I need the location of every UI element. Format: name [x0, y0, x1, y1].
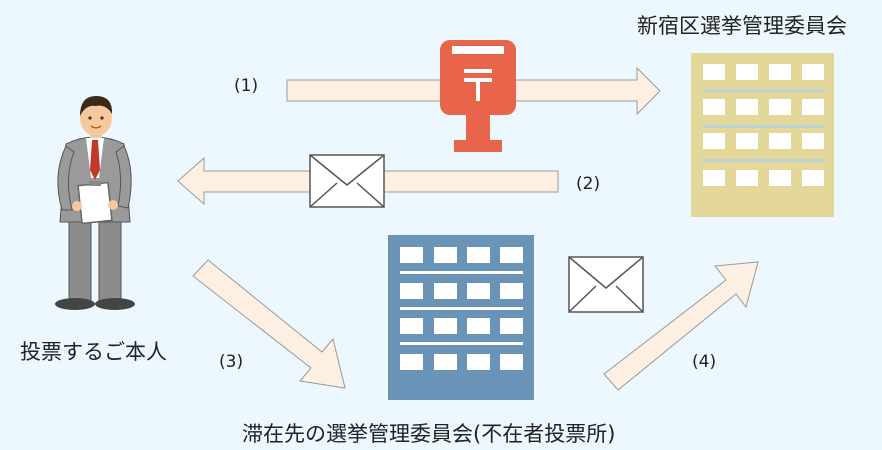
- arrow-step4: [603, 261, 759, 391]
- arrow-step3: [192, 259, 346, 389]
- shinjuku-building-icon: [691, 53, 834, 217]
- businessman-icon: [55, 96, 135, 310]
- envelope-icon: [568, 256, 644, 313]
- voter-label: 投票するご本人: [20, 340, 167, 364]
- step2-label: (2): [576, 174, 601, 194]
- shinjuku-committee-label: 新宿区選挙管理委員会: [637, 14, 847, 38]
- local-building-icon: [388, 235, 534, 400]
- step1-label: (1): [234, 76, 259, 96]
- envelope-icon: [309, 154, 385, 208]
- local-committee-label: 滞在先の選挙管理委員会(不在者投票所): [242, 422, 616, 446]
- step4-label: (4): [692, 352, 717, 372]
- step3-label: (3): [219, 352, 244, 372]
- postbox-icon: [440, 40, 516, 152]
